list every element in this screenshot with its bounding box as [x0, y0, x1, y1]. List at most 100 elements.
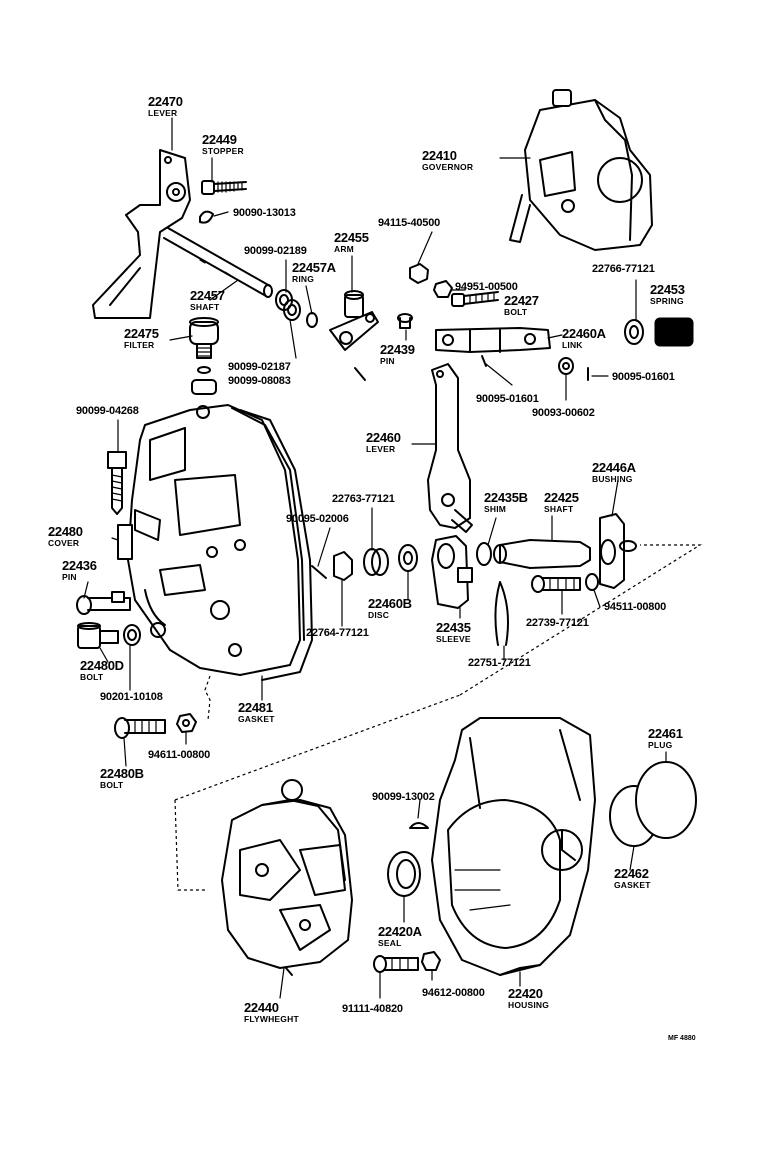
part-number: 90099-13002	[372, 791, 435, 803]
bolt-90099-04268-drawing	[107, 451, 127, 515]
part-number: 22763-77121	[332, 493, 395, 505]
bushing-22446A-drawing	[599, 513, 637, 589]
key-90099-13002-drawing	[409, 822, 429, 829]
part-number: 90095-01601	[476, 393, 539, 405]
part-number: 22480	[48, 524, 83, 539]
part-labels: 22470LEVER22449STOPPER90090-1301322410GO…	[48, 94, 685, 1024]
part-number: 22440	[244, 1000, 279, 1015]
bolt-22480D-drawing	[77, 622, 141, 649]
part-number: 22425	[544, 490, 579, 505]
part-label-p94511_00800a: 94511-00800	[604, 601, 666, 613]
part-name: PIN	[62, 572, 77, 582]
part-number: 22457A	[292, 260, 337, 275]
pin-90095-01601-drawing	[481, 355, 487, 367]
part-name: FILTER	[124, 340, 154, 350]
pin-22439-drawing	[397, 313, 413, 329]
shim-22435B-drawing	[476, 542, 492, 566]
cover-22480-drawing	[117, 404, 305, 676]
part-label-p94611_00800: 94611-00800	[148, 749, 210, 761]
part-label-p90099_02189: 90099-02189	[244, 245, 307, 257]
shaft-22457-drawing	[163, 227, 273, 298]
part-label-p22739_77121: 22739-77121	[526, 617, 589, 629]
washer-90093-00602-drawing	[558, 357, 574, 375]
part-label-p90201_10108: 90201-10108	[100, 691, 163, 703]
part-label-p90093_00602: 90093-00602	[532, 407, 595, 419]
part-number: 22475	[124, 326, 159, 341]
flyweight-22440-drawing	[221, 779, 353, 976]
part-name: SEAL	[378, 938, 401, 948]
part-name: FLYWHEGHT	[244, 1014, 299, 1024]
part-number: 22449	[202, 132, 237, 147]
part-label-p22763_77121: 22763-77121	[332, 493, 395, 505]
part-name: BOLT	[100, 780, 124, 790]
part-number: 22462	[614, 866, 649, 881]
part-number: 22435B	[484, 490, 528, 505]
part-number: 22764-77121	[306, 627, 369, 639]
part-label-p91111_40820: 91111-40820	[342, 1003, 403, 1015]
figure-code: MF 4880	[668, 1035, 696, 1042]
bolt-22427-drawing	[451, 291, 499, 307]
part-name: LINK	[562, 340, 583, 350]
part-number: 22436	[62, 558, 97, 573]
part-label-p94951_00500: 94951-00500	[455, 281, 518, 293]
part-name: DISC	[368, 610, 389, 620]
part-number: 22457	[190, 288, 225, 303]
ring-22457A-drawing	[306, 312, 318, 328]
part-number: 90090-13013	[233, 207, 296, 219]
part-number: 22461	[648, 726, 683, 741]
part-label-p94612_00800: 94612-00800	[422, 987, 485, 999]
part-label-p90099_13002: 90099-13002	[372, 791, 435, 803]
link-22460A-drawing	[435, 327, 551, 353]
part-number: 22446A	[592, 460, 637, 475]
part-number: 22460	[366, 430, 401, 445]
part-number: 90099-08083	[228, 375, 291, 387]
part-number: 90099-02187	[228, 361, 291, 373]
part-number: 90095-02006	[286, 513, 349, 525]
part-name: GASKET	[238, 714, 275, 724]
nut-94612-00800-drawing	[421, 951, 441, 971]
part-number: 22427	[504, 293, 539, 308]
part-number: 22435	[436, 620, 471, 635]
pin-90099-08083-drawing	[354, 367, 366, 381]
stopper-22449-drawing	[201, 180, 247, 195]
bolt-22480B-drawing	[114, 713, 197, 739]
sleeve-22435-drawing	[431, 535, 473, 609]
part-number: 94115-40500	[378, 217, 440, 229]
part-number: 22439	[380, 342, 415, 357]
part-name: BOLT	[80, 672, 104, 682]
part-number: 22470	[148, 94, 183, 109]
part-name: HOUSING	[508, 1000, 549, 1010]
dashed-leader-lower	[174, 544, 703, 891]
part-number: 22460A	[562, 326, 607, 341]
part-number: 22481	[238, 700, 273, 715]
part-number: 94511-00800	[604, 601, 666, 613]
nut-94951-00500-drawing	[433, 280, 453, 298]
part-name: PLUG	[648, 740, 673, 750]
part-name: SHAFT	[544, 504, 574, 514]
part-number: 22460B	[368, 596, 412, 611]
part-label-p90099_08083: 90099-08083	[228, 375, 291, 387]
part-number: 22480D	[80, 658, 124, 673]
part-number: 90095-01601	[612, 371, 675, 383]
lever-22460-drawing	[427, 363, 473, 533]
part-number: 22480B	[100, 766, 144, 781]
leader-lines	[83, 117, 667, 999]
part-name: SPRING	[650, 296, 684, 306]
